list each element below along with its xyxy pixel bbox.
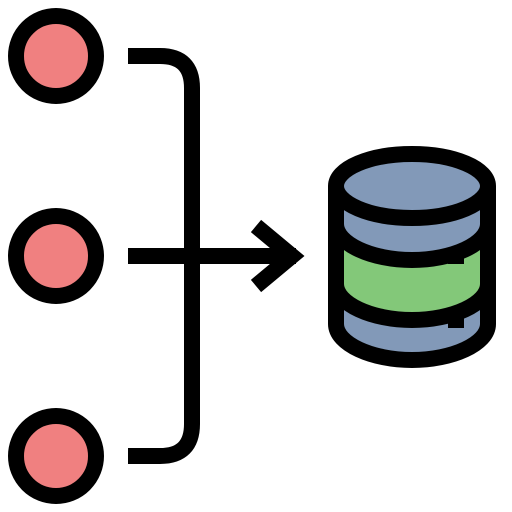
source-node-icon bbox=[8, 8, 104, 104]
database-indicator-light bbox=[448, 248, 464, 264]
source-nodes bbox=[8, 8, 104, 504]
database-lid bbox=[336, 154, 488, 218]
arrow-head-icon bbox=[250, 219, 305, 293]
source-node-icon bbox=[8, 408, 104, 504]
database-icon bbox=[328, 146, 496, 369]
database-outline bbox=[328, 146, 496, 369]
bottom-connector bbox=[128, 256, 200, 464]
database-indicator-light bbox=[448, 312, 464, 328]
top-connector bbox=[128, 48, 200, 256]
source-node-icon bbox=[8, 208, 104, 304]
database-middle-tier bbox=[336, 224, 488, 320]
connector-lines bbox=[128, 48, 296, 464]
